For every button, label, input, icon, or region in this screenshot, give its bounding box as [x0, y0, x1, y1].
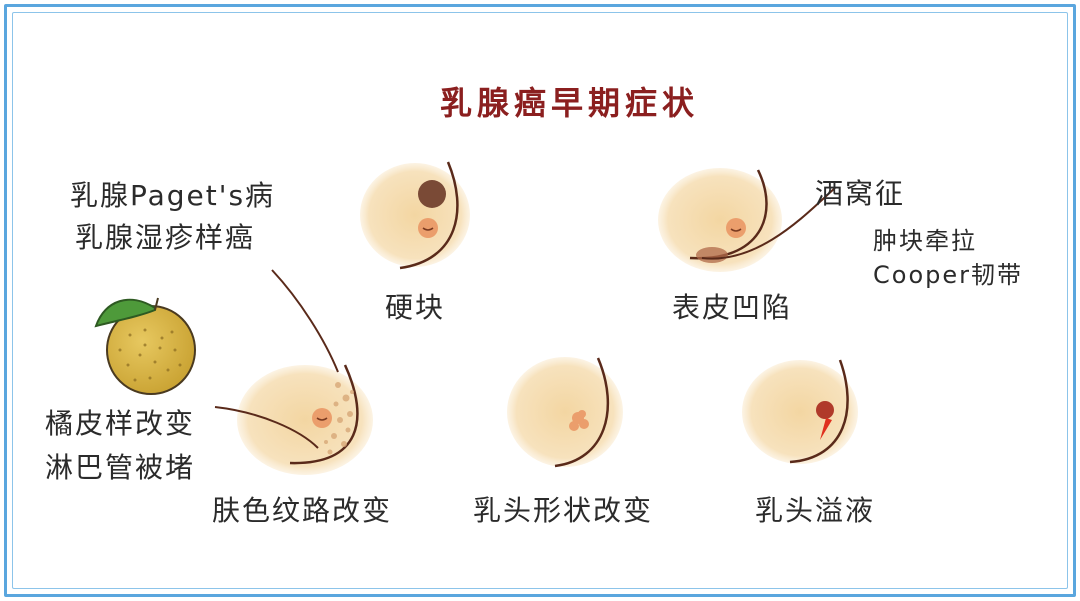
- leaf-icon: [94, 298, 156, 328]
- orange-peel-label-2: 淋巴管被堵: [45, 451, 196, 484]
- breast-outline: [289, 364, 359, 465]
- dimple-sign-label: 酒窝征: [815, 177, 906, 210]
- breast-outline: [399, 161, 459, 270]
- areola: [312, 408, 332, 428]
- breast-lump-illustration: [360, 161, 470, 270]
- breast-texture-illustration: [214, 269, 373, 475]
- page-title: 乳腺癌早期症状: [440, 84, 700, 122]
- inner-border: [12, 12, 1068, 589]
- areola: [816, 401, 834, 419]
- areola: [418, 218, 438, 238]
- breast-discharge-illustration: [742, 359, 858, 464]
- skin-texture-label: 肤色纹路改变: [212, 494, 393, 527]
- breast-outline: [554, 357, 610, 468]
- nipple-discharge-label: 乳头溢液: [755, 494, 876, 527]
- lump-label: 硬块: [385, 291, 446, 324]
- paget-label-2: 乳腺湿疹样癌: [75, 221, 256, 254]
- orange-peel-leader-line: [214, 406, 319, 449]
- breast-outline: [789, 359, 849, 464]
- nipple: [316, 417, 328, 421]
- paget-leader-line: [271, 269, 339, 373]
- dimple-cause-label-1: 肿块牵拉: [873, 227, 977, 255]
- dimple-mark: [696, 247, 728, 263]
- deformed-nipple: [569, 410, 589, 431]
- nipple-shape-label: 乳头形状改变: [473, 494, 654, 527]
- dimple-cause-label-2: Cooper韧带: [873, 261, 1023, 289]
- orange-icon: [94, 297, 196, 395]
- nipple: [730, 228, 742, 232]
- peau-dorange-dots: [324, 382, 354, 455]
- orange-peel-label-1: 橘皮样改变: [45, 407, 196, 440]
- outer-border: [4, 4, 1076, 597]
- breast-dimple-illustration: [658, 168, 836, 272]
- lump-mark: [418, 180, 446, 208]
- breast-nipple-shape-illustration: [507, 357, 623, 468]
- stem: [154, 297, 159, 311]
- dimple-leader-line: [701, 187, 836, 260]
- skin-dimple-label: 表皮凹陷: [672, 291, 793, 324]
- discharge-drop: [820, 418, 832, 440]
- areola: [726, 218, 746, 238]
- paget-label-1: 乳腺Paget's病: [70, 179, 276, 212]
- nipple: [422, 227, 434, 231]
